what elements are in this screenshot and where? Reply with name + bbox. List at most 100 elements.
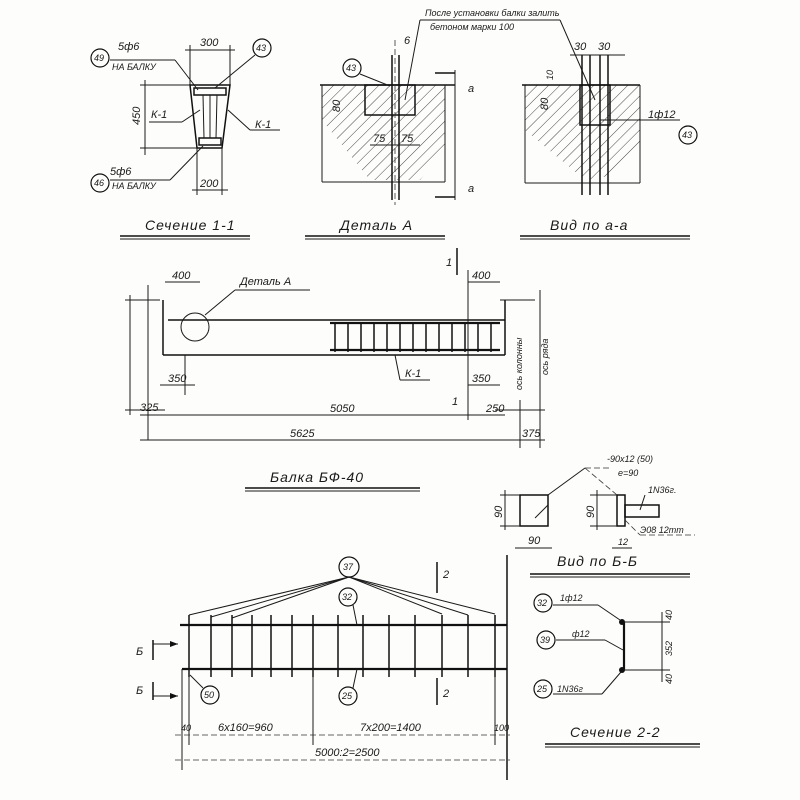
section-2-2: 40 352 40 32 1ф12 39 ф12 25 1N36г Сечени…	[533, 593, 700, 748]
detail-a-callout	[180, 312, 210, 342]
mark-49: 49	[94, 53, 104, 63]
channel-bar	[624, 504, 660, 518]
dim-325: 325	[140, 402, 159, 414]
dim-7x200: 7x200=1400	[360, 722, 422, 734]
dim-100: 100	[494, 723, 509, 733]
dim-5625: 5625	[290, 428, 315, 440]
detail-a-title: Деталь А	[338, 217, 413, 233]
dim-90-right: 90	[585, 505, 597, 518]
plate-spec: -90x12 (50)	[607, 454, 653, 464]
view-b-b-title: Вид по Б-Б	[557, 553, 638, 569]
dim-75-left: 75	[373, 133, 386, 145]
section-1-1-title: Сечение 1-1	[145, 217, 236, 233]
section-a-top: а	[468, 83, 474, 95]
rebar-32: 1ф12	[560, 593, 583, 603]
mark-25-circle	[533, 679, 553, 699]
mark-25-circle	[338, 686, 358, 706]
mark-43-circle	[252, 38, 272, 58]
detail-a-mark: 43	[346, 63, 356, 73]
dim-450: 450	[131, 106, 143, 125]
mark-37: 37	[343, 562, 354, 572]
beam-stirrups	[334, 322, 492, 352]
mark-46: 46	[94, 178, 104, 188]
leader-line	[231, 576, 350, 619]
mark-46-circle	[90, 173, 110, 193]
section-b-mark-top: Б	[136, 646, 143, 658]
mark-39: 39	[540, 635, 550, 645]
detail-a-label: Деталь А	[238, 276, 291, 288]
section-a-bottom: а	[468, 183, 474, 195]
dim-90-width: 90	[528, 535, 541, 547]
mark-43: 43	[256, 43, 266, 53]
dim-400-right: 400	[472, 270, 491, 282]
axis-column-label: ось колонны	[514, 337, 524, 390]
dim-80: 80	[539, 97, 551, 110]
bottom-rebar-note: НА БАЛКУ	[112, 181, 157, 191]
beam-title: Балка БФ-40	[270, 469, 364, 485]
dim-250: 250	[485, 403, 505, 415]
leader-lines	[188, 576, 496, 619]
section-2-2-title: Сечение 2-2	[570, 724, 661, 740]
rebar-label: 1ф12	[648, 109, 676, 121]
section-2-mark-top: 2	[442, 569, 449, 581]
view-a-a-title: Вид по а-а	[550, 217, 628, 233]
dim-6: 6	[404, 35, 411, 47]
dim-40: 40	[181, 723, 191, 733]
mark-32-circle	[533, 593, 553, 613]
section-1-1: 300 450 49 5ф6 НА БАЛКУ 43 К-1 К-1 5ф6 4…	[90, 37, 280, 240]
leader-line	[210, 576, 350, 618]
mark-50-circle	[200, 685, 220, 705]
mark-37-circle	[338, 556, 360, 578]
mark-32: 32	[342, 592, 352, 602]
section-1-mark-bottom: 1	[452, 396, 458, 408]
mark-32-circle	[338, 587, 358, 607]
section-1-mark-top: 1	[446, 257, 452, 269]
leader-line	[348, 576, 443, 615]
rod-top-dot	[619, 619, 625, 625]
detail-note-line1: После установки балки залить	[425, 8, 560, 18]
leader-line	[188, 576, 350, 616]
top-rebar-label: 5ф6	[118, 41, 140, 53]
mark-32: 32	[537, 598, 547, 608]
frame-left-label: К-1	[151, 109, 167, 121]
rod-bottom-dot	[619, 667, 625, 673]
dim-6x160: 6x160=960	[218, 722, 274, 734]
weld-label: Э08 12mm	[640, 525, 684, 535]
bottom-rebar-row	[198, 137, 222, 146]
rebar-39: ф12	[572, 629, 590, 639]
mark-50: 50	[204, 690, 214, 700]
view-a-mark: 43	[682, 130, 692, 140]
dim-350-left: 350	[168, 373, 187, 385]
axis-row-label: ось ряда	[540, 339, 550, 375]
leader-line	[348, 576, 496, 615]
section-2-mark-bottom: 2	[442, 688, 449, 700]
dim-350-right: 350	[472, 373, 491, 385]
leader-line	[348, 576, 469, 616]
dim-75-right: 75	[401, 133, 414, 145]
rebar-25: 1N36г	[557, 684, 584, 694]
dim-5050: 5050	[330, 403, 355, 415]
plate-e: e=90	[618, 468, 638, 478]
mark-25: 25	[341, 691, 353, 701]
frame-stirrups	[188, 615, 496, 677]
detail-a: а а 43 6 После установки балки залить бе…	[305, 8, 596, 240]
dim-200: 200	[199, 178, 219, 190]
view-a-mark-circle	[678, 125, 698, 145]
bottom-rebar-label: 5ф6	[110, 166, 132, 178]
frame-k1: 37 32 25 50 Б Б 2 2 40 6x160=960 7x200=1…	[136, 555, 510, 780]
top-rebar-note: НА БАЛКУ	[112, 62, 157, 72]
frame-right-label: К-1	[255, 119, 271, 131]
dim-400-left: 400	[172, 270, 191, 282]
top-rebar-row	[193, 87, 227, 96]
mark-49-circle	[90, 48, 110, 68]
view-b-b: 90 90 90 12 -90x12 (50) e=90 1N36г. Э08 …	[493, 454, 695, 578]
dim-total: 5000:2=2500	[315, 747, 380, 759]
detail-a-mark-circle	[342, 58, 362, 78]
dim-40-bottom: 40	[664, 674, 674, 684]
dim-90-left: 90	[493, 505, 505, 518]
section-b-mark-bottom: Б	[136, 685, 143, 697]
view-a-a: 30 30 10 80 1ф12 43 Вид по а-а	[520, 41, 698, 240]
dim-30-left: 30	[574, 41, 587, 53]
mark-39-circle	[536, 630, 556, 650]
